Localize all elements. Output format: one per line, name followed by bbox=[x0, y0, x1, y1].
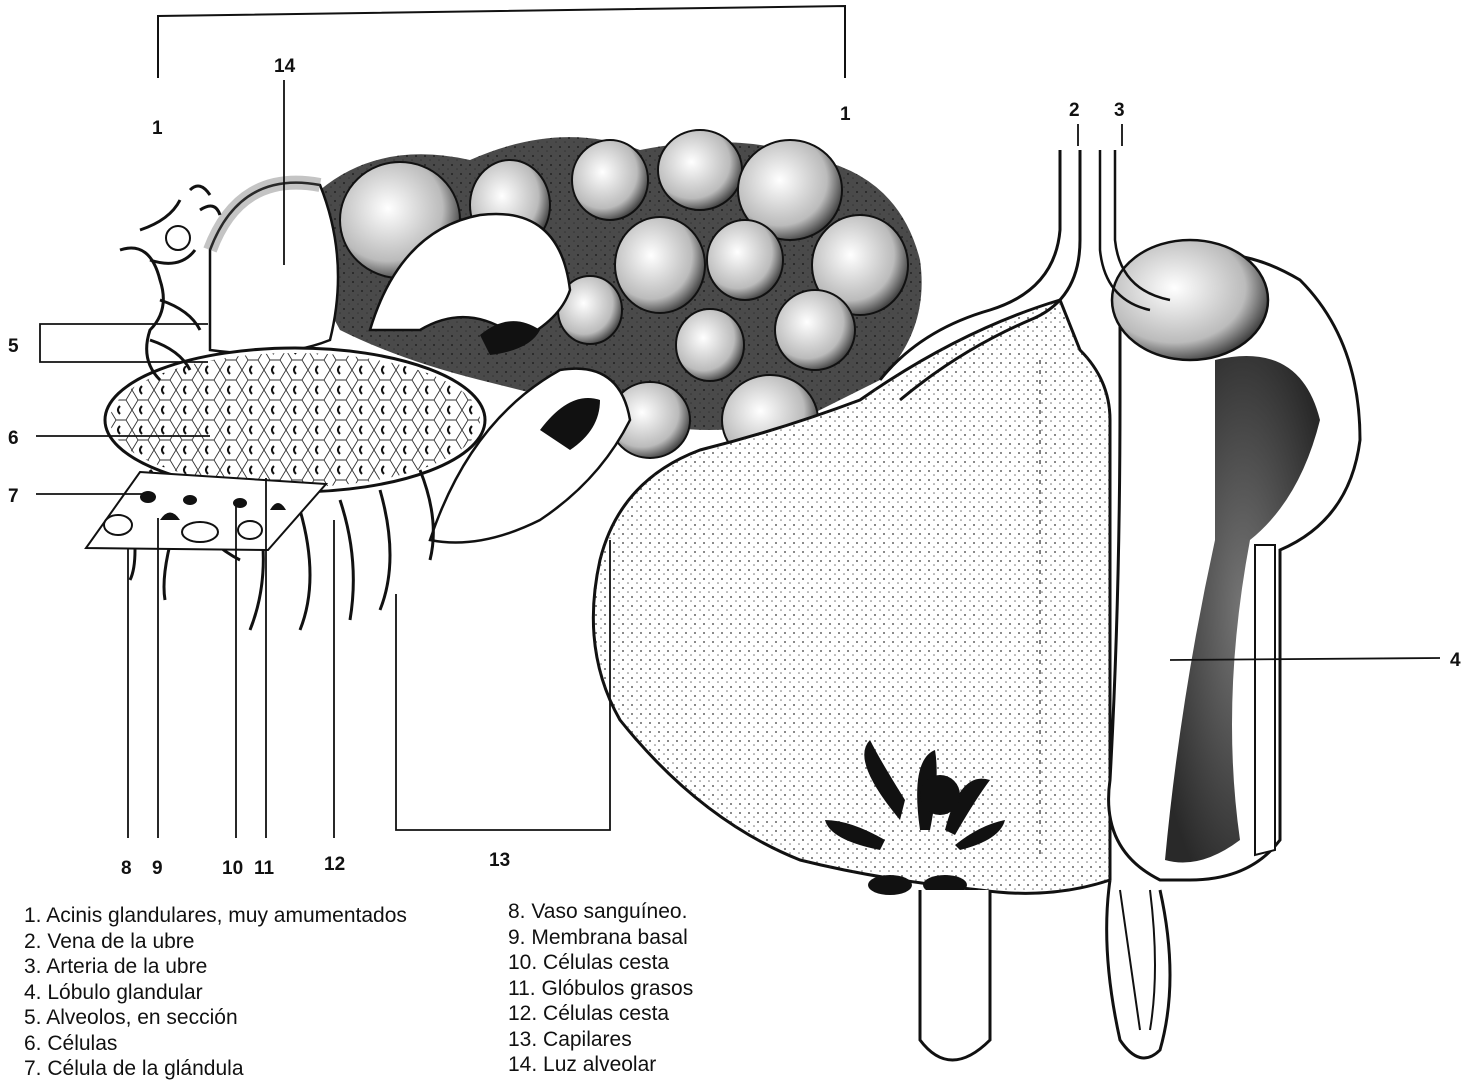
legend-item: 5. Alveolos, en sección bbox=[24, 1005, 407, 1031]
label-12: 12 bbox=[324, 854, 345, 875]
legend-item: 6. Células bbox=[24, 1031, 407, 1057]
legend-right-column: 8. Vaso sanguíneo. 9. Membrana basal 10.… bbox=[508, 899, 693, 1078]
legend-item: 7. Célula de la glándula bbox=[24, 1056, 407, 1082]
legend-item: 11. Glóbulos grasos bbox=[508, 976, 693, 1002]
acini-bracket bbox=[158, 6, 845, 78]
legend-item: 8. Vaso sanguíneo. bbox=[508, 899, 693, 925]
blood-vessel-network bbox=[120, 186, 220, 380]
gland-cell-slab bbox=[86, 472, 326, 550]
label-11: 11 bbox=[254, 858, 275, 879]
label-8: 8 bbox=[121, 858, 132, 879]
legend-item: 2. Vena de la ubre bbox=[24, 929, 407, 955]
teat-ducts bbox=[920, 880, 1170, 1060]
label-4: 4 bbox=[1450, 650, 1461, 671]
legend-item: 9. Membrana basal bbox=[508, 925, 693, 951]
legend-item: 10. Células cesta bbox=[508, 950, 693, 976]
legend-item: 4. Lóbulo glandular bbox=[24, 980, 407, 1006]
label-14: 14 bbox=[274, 56, 296, 77]
label-7: 7 bbox=[8, 486, 19, 507]
label-9: 9 bbox=[152, 858, 163, 879]
label-3: 3 bbox=[1114, 100, 1125, 121]
label-13: 13 bbox=[489, 850, 510, 871]
label-1-left: 1 bbox=[152, 118, 163, 139]
legend-left-column: 1. Acinis glandulares, muy amumentados 2… bbox=[24, 903, 407, 1082]
label-2: 2 bbox=[1069, 100, 1080, 121]
legend-item: 14. Luz alveolar bbox=[508, 1052, 693, 1078]
right-lobule bbox=[1109, 240, 1360, 880]
label-5: 5 bbox=[8, 336, 19, 357]
label-1-right: 1 bbox=[840, 104, 851, 125]
legend-item: 1. Acinis glandulares, muy amumentados bbox=[24, 903, 407, 929]
label-10: 10 bbox=[222, 858, 243, 879]
alveolar-lumen-shape bbox=[210, 183, 338, 354]
legend-item: 13. Capilares bbox=[508, 1027, 693, 1053]
legend-item: 12. Células cesta bbox=[508, 1001, 693, 1027]
label-6: 6 bbox=[8, 428, 19, 449]
legend-item: 3. Arteria de la ubre bbox=[24, 954, 407, 980]
